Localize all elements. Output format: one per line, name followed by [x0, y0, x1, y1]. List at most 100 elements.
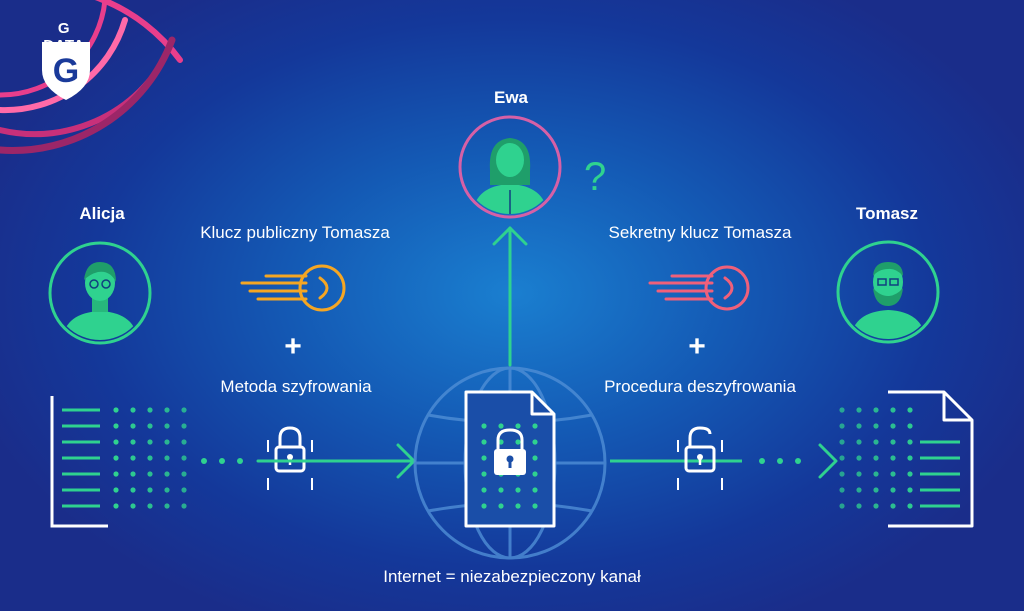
cipher-dot — [907, 487, 913, 493]
plus-left: + — [284, 330, 302, 363]
cipher-dot — [515, 503, 521, 509]
cipher-dot — [481, 503, 487, 509]
cipher-dot — [873, 503, 879, 509]
cipher-dot — [890, 423, 896, 429]
cipher-dot — [164, 503, 170, 509]
brand-rings — [0, 0, 183, 154]
cipher-dot — [481, 455, 487, 461]
cipher-dot — [130, 407, 136, 413]
cipher-dot — [532, 455, 538, 461]
cipher-dot — [113, 503, 119, 509]
encrypted-dots-left — [113, 407, 187, 509]
dotted-connector-left — [201, 458, 243, 464]
cipher-dot — [164, 471, 170, 477]
cipher-dot — [839, 471, 845, 477]
eve-question-mark: ? — [584, 155, 606, 199]
cipher-dot — [839, 503, 845, 509]
alice-avatar — [48, 241, 152, 345]
cipher-dot — [873, 471, 879, 477]
cipher-dot — [498, 439, 504, 445]
cipher-dot — [164, 455, 170, 461]
cipher-dot — [181, 423, 187, 429]
cipher-dot — [873, 407, 879, 413]
cipher-dot — [498, 487, 504, 493]
cipher-dot — [890, 439, 896, 445]
cipher-dot — [164, 487, 170, 493]
cipher-dot — [164, 423, 170, 429]
cipher-dot — [113, 423, 119, 429]
encryption-lock-icon — [267, 426, 313, 490]
plus-right: + — [688, 330, 706, 363]
cipher-dot — [481, 439, 487, 445]
cipher-dot — [481, 487, 487, 493]
cipher-dot — [856, 455, 862, 461]
cipher-dot — [147, 471, 153, 477]
cipher-dot — [907, 471, 913, 477]
cipher-dot — [890, 471, 896, 477]
plaintext-document-icon — [50, 396, 187, 528]
encrypted-dots-center — [481, 423, 538, 509]
cipher-dot — [130, 423, 136, 429]
cipher-dot — [181, 471, 187, 477]
cipher-dot — [113, 471, 119, 477]
cipher-dot — [164, 407, 170, 413]
cipher-dot — [907, 423, 913, 429]
alice-name: Alicja — [79, 204, 125, 223]
cipher-dot — [890, 503, 896, 509]
cipher-dot — [181, 487, 187, 493]
cipher-dot — [856, 487, 862, 493]
cipher-dot — [873, 455, 879, 461]
cipher-dot — [181, 439, 187, 445]
cipher-dot — [515, 439, 521, 445]
cipher-dot — [113, 455, 119, 461]
decrypted-document-icon — [839, 390, 974, 528]
cipher-dot — [147, 455, 153, 461]
cipher-dot — [907, 439, 913, 445]
cipher-dot — [481, 423, 487, 429]
cipher-dot — [856, 503, 862, 509]
public-key-icon — [240, 264, 346, 312]
cipher-dot — [113, 487, 119, 493]
cipher-dot — [907, 407, 913, 413]
dotted-connector-right — [759, 458, 801, 464]
public-key-label: Klucz publiczny Tomasza — [200, 223, 390, 242]
cipher-dot — [181, 455, 187, 461]
cipher-dot — [839, 455, 845, 461]
eve-avatar — [458, 115, 562, 219]
encrypted-document-icon — [464, 390, 556, 528]
cipher-dot — [856, 439, 862, 445]
arrow-to-eve — [492, 226, 528, 367]
brand-shield-icon: G — [42, 42, 90, 100]
cipher-dot — [839, 407, 845, 413]
cipher-dot — [873, 439, 879, 445]
cipher-dot — [147, 407, 153, 413]
cipher-dot — [839, 439, 845, 445]
cipher-dot — [147, 503, 153, 509]
encryption-method-label: Metoda szyfrowania — [220, 377, 372, 396]
cipher-dot — [907, 503, 913, 509]
eve-name: Ewa — [493, 88, 529, 107]
cipher-dot — [130, 487, 136, 493]
cipher-dot — [532, 487, 538, 493]
brand-logo-text: G DATA — [43, 20, 85, 54]
encrypted-dots-right — [839, 407, 913, 509]
cipher-dot — [873, 487, 879, 493]
brand-letter: G — [53, 52, 79, 90]
cipher-dot — [113, 439, 119, 445]
cipher-dot — [130, 471, 136, 477]
cipher-dot — [890, 455, 896, 461]
cipher-dot — [532, 471, 538, 477]
cipher-dot — [839, 487, 845, 493]
cipher-dot — [907, 455, 913, 461]
secret-key-icon — [648, 265, 750, 311]
cipher-dot — [532, 503, 538, 509]
channel-label: Internet = niezabezpieczony kanał — [383, 567, 641, 586]
cipher-dot — [498, 423, 504, 429]
decryption-lock-icon — [677, 426, 723, 490]
cipher-dot — [856, 407, 862, 413]
decryption-procedure-label: Procedura deszyfrowania — [604, 377, 796, 396]
cipher-dot — [532, 439, 538, 445]
arrow-to-tomasz — [818, 443, 838, 479]
cipher-dot — [181, 503, 187, 509]
